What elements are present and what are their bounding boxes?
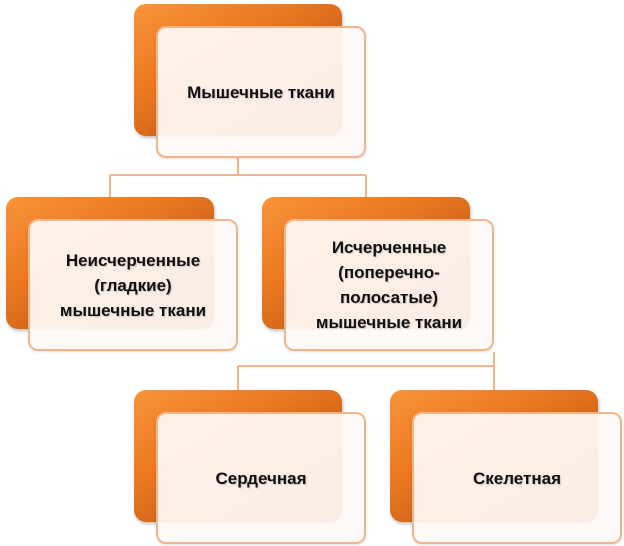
cardiac-muscle-node[interactable]: Сердечная	[156, 412, 366, 544]
smooth-muscle-label: Неисчерченные (гладкие) мышечные ткани	[54, 248, 212, 323]
striated-muscle-label-line: мышечные ткани	[315, 313, 463, 332]
striated-muscle-label-line: Исчерченные	[331, 238, 447, 257]
skeletal-muscle-label: Скелетная	[472, 468, 561, 488]
smooth-muscle-node[interactable]: Неисчерченные (гладкие) мышечные ткани	[28, 219, 238, 351]
striated-muscle-label-line: (поперечно-	[338, 263, 440, 282]
striated-muscle-label: Исчерченные (поперечно- полосатые) мышеч…	[310, 235, 468, 335]
cardiac-muscle-label: Сердечная	[215, 468, 307, 488]
striated-muscle-label-line: полосатые)	[339, 288, 439, 307]
root-node[interactable]: Мышечные ткани	[156, 26, 366, 158]
skeletal-muscle-node[interactable]: Скелетная	[412, 412, 622, 544]
smooth-muscle-label-line: мышечные ткани	[59, 300, 207, 320]
smooth-muscle-label-line: Неисчерченные	[65, 250, 201, 270]
root-node-label: Мышечные ткани	[187, 82, 335, 102]
striated-muscle-node[interactable]: Исчерченные (поперечно- полосатые) мышеч…	[284, 219, 494, 351]
smooth-muscle-label-line: (гладкие)	[94, 275, 172, 295]
